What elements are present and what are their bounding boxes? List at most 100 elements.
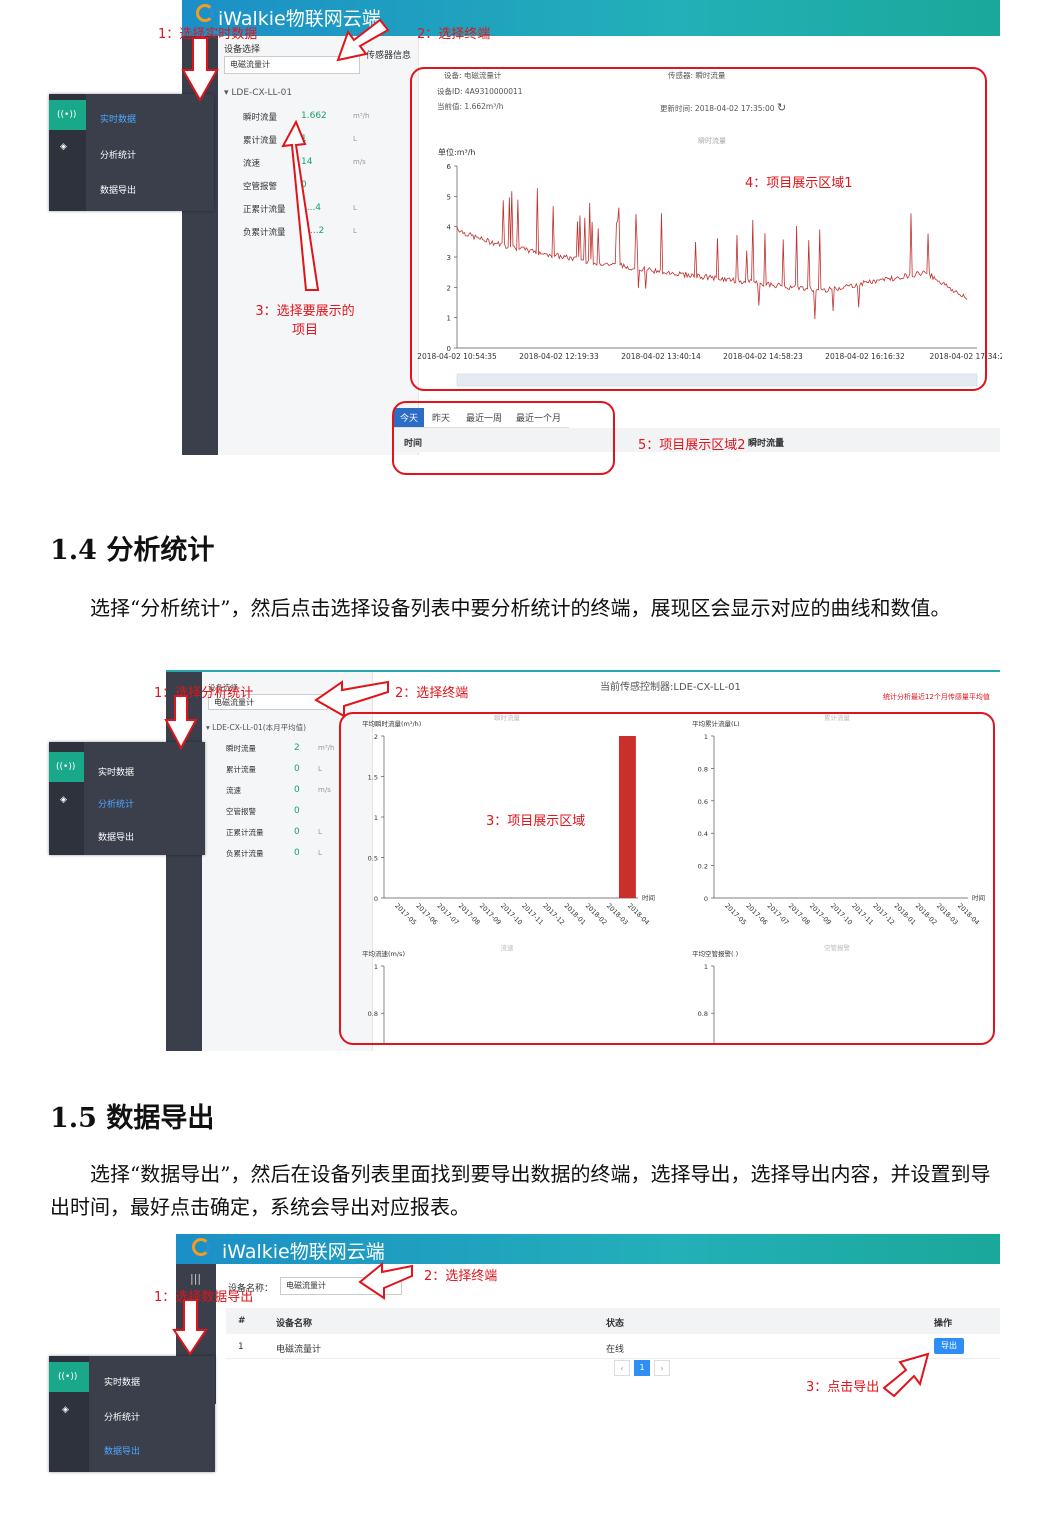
menu-toggle-icon[interactable]: ||| <box>190 1272 202 1285</box>
arrow-diagonal-icon <box>336 18 390 62</box>
arrow-down-icon <box>164 695 198 751</box>
sensor-item-value: -0...2 <box>301 226 325 236</box>
sensor-item-value: 0 <box>301 180 307 190</box>
y-tick-label: 0.8 <box>698 1010 708 1018</box>
sensor-item-label[interactable]: 正累计流量 <box>226 828 264 837</box>
logo-icon <box>196 4 214 22</box>
row-status: 在线 <box>606 1345 625 1355</box>
sensor-item-unit: m/s <box>353 158 366 166</box>
arrow-left-icon <box>358 1261 413 1300</box>
table-header-time: 时间 <box>404 439 423 449</box>
col-index: # <box>238 1316 246 1326</box>
sensor-item-label[interactable]: 正累计流量 <box>243 205 286 215</box>
menu-item-realtime[interactable]: 实时数据 <box>98 768 135 778</box>
sensor-item-unit: m³/h <box>353 112 370 120</box>
analysis-screenshot <box>166 670 1000 1051</box>
sensor-item-unit: m/s <box>318 786 331 794</box>
annotation-select-terminal: 2：选择终端 <box>417 27 491 42</box>
y-tick-label: 2 <box>374 733 378 741</box>
annotation-display-area: 3：项目展示区域 <box>486 814 586 829</box>
menu-item-analysis[interactable]: 分析统计 <box>98 800 135 810</box>
page-prev-button[interactable]: ‹ <box>614 1360 630 1376</box>
history-table-header <box>394 428 1000 452</box>
page-current-button[interactable]: 1 <box>634 1360 650 1376</box>
row-index: 1 <box>238 1342 244 1352</box>
sensor-item-label[interactable]: 空管报警 <box>243 182 278 192</box>
x-tick-label: 2018-04-02 12:19:33 <box>519 352 599 361</box>
device-node-label: LDE-CX-LL-01(本月平均值) <box>212 723 307 732</box>
y-axis-label: 平均空管报警( ) <box>692 949 738 958</box>
paragraph-export: 选择“数据导出”，然后在设备列表里面找到要导出数据的终端，选择导出，选择导出内容… <box>50 1162 991 1219</box>
y-tick-label: 5 <box>447 193 451 201</box>
sensor-item-label[interactable]: 负累计流量 <box>226 849 264 858</box>
sensor-item-label[interactable]: 累计流量 <box>226 765 256 774</box>
layers-icon: ◈ <box>60 795 67 805</box>
sensor-item-label[interactable]: 流速 <box>243 159 261 169</box>
chart-title: 累计流量 <box>824 713 851 722</box>
device-node[interactable]: ▾ LDE-CX-LL-01(本月平均值) <box>206 723 307 732</box>
y-tick-label: 0.5 <box>368 855 378 863</box>
device-panel <box>218 36 419 455</box>
refresh-icon[interactable]: ↻ <box>776 101 787 114</box>
bar <box>618 736 636 898</box>
device-panel <box>202 672 373 1051</box>
highlight-analysis-area <box>339 712 995 1045</box>
logo-icon <box>192 1238 210 1256</box>
menu-item-analysis[interactable]: 分析统计 <box>104 1413 141 1423</box>
menu-item-export[interactable]: 数据导出 <box>98 833 135 843</box>
sensor-item-label[interactable]: 负累计流量 <box>243 228 286 238</box>
menu-item-analysis[interactable]: 分析统计 <box>100 151 137 161</box>
table-row <box>226 1334 1000 1359</box>
menu-item-export[interactable]: 数据导出 <box>104 1447 141 1457</box>
tab-2[interactable]: 最近一周 <box>466 414 503 424</box>
menu-item-realtime[interactable]: 实时数据 <box>100 115 137 125</box>
arrow-down-icon <box>181 37 219 103</box>
app-header <box>182 0 1000 36</box>
row-device-name: 电磁流量计 <box>276 1345 322 1355</box>
annotation-arrows-3 <box>172 1261 930 1398</box>
info-id: 设备ID: 4A9310000011 <box>437 87 523 96</box>
tab-3[interactable]: 最近一个月 <box>516 414 562 424</box>
sensor-item-value: 1.662 <box>301 111 327 121</box>
menu-active-bg <box>49 1362 89 1392</box>
device-select-label: 设备选择 <box>208 683 238 692</box>
col-device-name: 设备名称 <box>276 1319 313 1329</box>
sensor-item-value: 14 <box>301 157 313 167</box>
annotation-display-area-2: 5：项目展示区域2 <box>638 438 746 453</box>
device-select[interactable]: 电磁流量计 <box>208 694 328 710</box>
sensor-item-label[interactable]: 瞬时流量 <box>243 113 278 123</box>
signal-icon: ((•)) <box>57 110 77 120</box>
menu-item-export[interactable]: 数据导出 <box>100 186 137 196</box>
y-tick-label: 0.2 <box>698 863 708 871</box>
info-current: 当前值: 1.662m³/h <box>437 102 504 111</box>
arrow-up-icon <box>281 119 320 291</box>
tab-1[interactable]: 昨天 <box>432 414 451 424</box>
sensor-item-unit: L <box>353 135 357 143</box>
info-update: 更新时间: 2018-04-02 17:35:00 ↻ <box>660 101 787 114</box>
avg-total-flow-chart: 累计流量平均累计流量(L)00.20.40.60.81时间2017-052017… <box>692 713 985 927</box>
y-tick-label: 0.8 <box>698 765 708 773</box>
export-button[interactable]: 导出 <box>934 1338 964 1354</box>
device-name-label: 设备名称： <box>228 1284 274 1294</box>
sensor-item-label[interactable]: 空管报警 <box>226 807 256 816</box>
sensor-info-label: 传感器信息 <box>366 51 412 61</box>
device-select[interactable]: 电磁流量计 <box>224 56 360 74</box>
device-node[interactable]: ▾ LDE-CX-LL-01 <box>224 88 293 98</box>
page-next-button[interactable]: › <box>654 1360 670 1376</box>
arrow-diagonal-icon <box>882 1352 930 1398</box>
y-tick-label: 0 <box>704 895 708 903</box>
device-table-header <box>226 1308 1000 1334</box>
info-sensor: 传感器: 瞬时流量 <box>668 71 726 80</box>
layers-icon: ◈ <box>62 1405 69 1415</box>
menu-item-realtime[interactable]: 实时数据 <box>104 1378 141 1388</box>
y-axis-label: 平均流速(m/s) <box>362 949 405 958</box>
sensor-item-label[interactable]: 累计流量 <box>243 136 278 146</box>
avg-instant-flow-chart: 瞬时流量平均瞬时流量(m³/h)00.511.52时间2017-052017-0… <box>362 713 655 927</box>
signal-icon: ((•)) <box>58 1372 78 1382</box>
annotation-select-realtime: 1：选择实时数据 <box>158 27 258 42</box>
sensor-item-label[interactable]: 流速 <box>226 786 241 795</box>
y-tick-label: 4 <box>447 224 452 232</box>
sensor-item-label[interactable]: 瞬时流量 <box>226 744 256 753</box>
